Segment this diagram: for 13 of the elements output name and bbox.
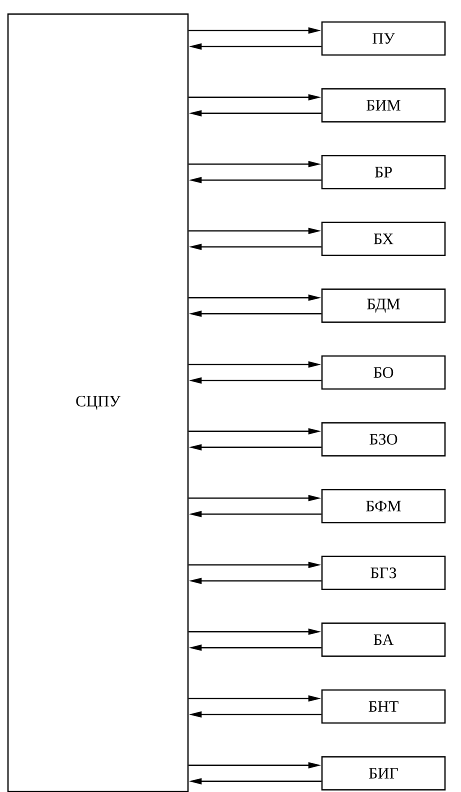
unit-box: БЗО [321, 422, 446, 456]
unit-box: БНТ [321, 689, 446, 724]
unit-box: БА [321, 622, 446, 657]
unit-box: БХ [321, 222, 446, 256]
unit-box: БДМ [321, 288, 446, 323]
unit-box: БИГ [321, 756, 446, 790]
unit-box: БФМ [321, 488, 446, 524]
unit-box: ПУ [321, 21, 446, 56]
unit-box: БО [321, 355, 446, 390]
unit-box: БР [321, 154, 446, 190]
unit-box: БГЗ [321, 556, 446, 590]
system-box: СЦПУ [7, 13, 189, 792]
unit-box: БИМ [321, 88, 446, 122]
